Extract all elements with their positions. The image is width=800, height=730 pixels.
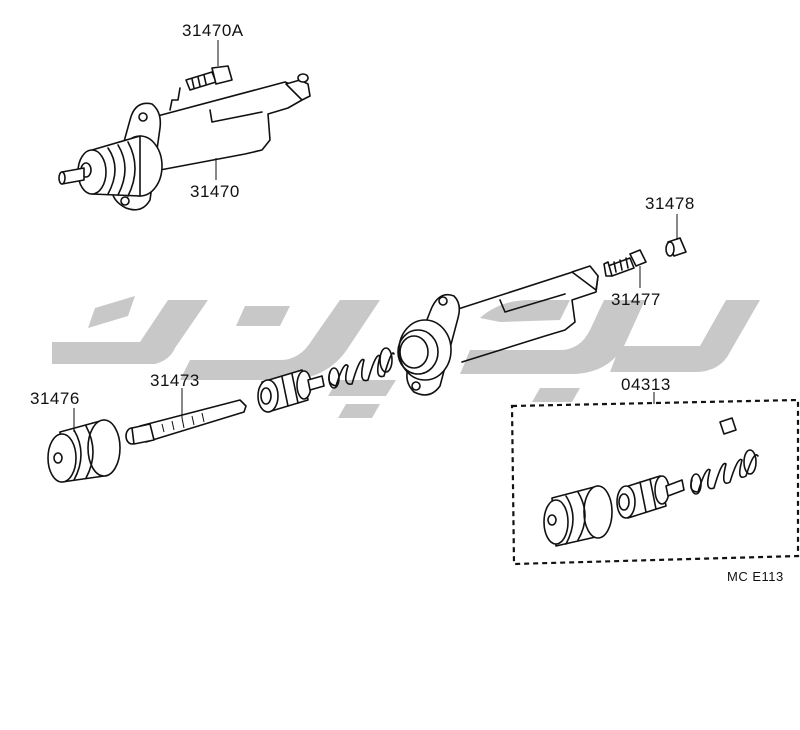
boot [47,419,121,483]
return-spring [328,347,395,389]
label-31470A: 31470A [182,21,244,40]
push-rod [125,399,247,445]
label-04313: 04313 [621,375,671,394]
label-31476: 31476 [30,389,80,408]
clutch-release-cylinder-body [397,265,599,396]
watermark-logo [52,296,760,418]
clutch-release-cylinder-top [58,65,311,211]
label-31478: 31478 [645,194,695,213]
leader-lines [73,40,678,432]
bleeder-plug [603,249,647,277]
piston [257,369,325,413]
label-31470: 31470 [190,182,240,201]
label-31473: 31473 [150,371,200,390]
label-31477: 31477 [611,290,661,309]
bleeder-cap [665,237,687,257]
figure-code: MC E113 [727,569,784,584]
repair-kit-box [510,398,800,566]
